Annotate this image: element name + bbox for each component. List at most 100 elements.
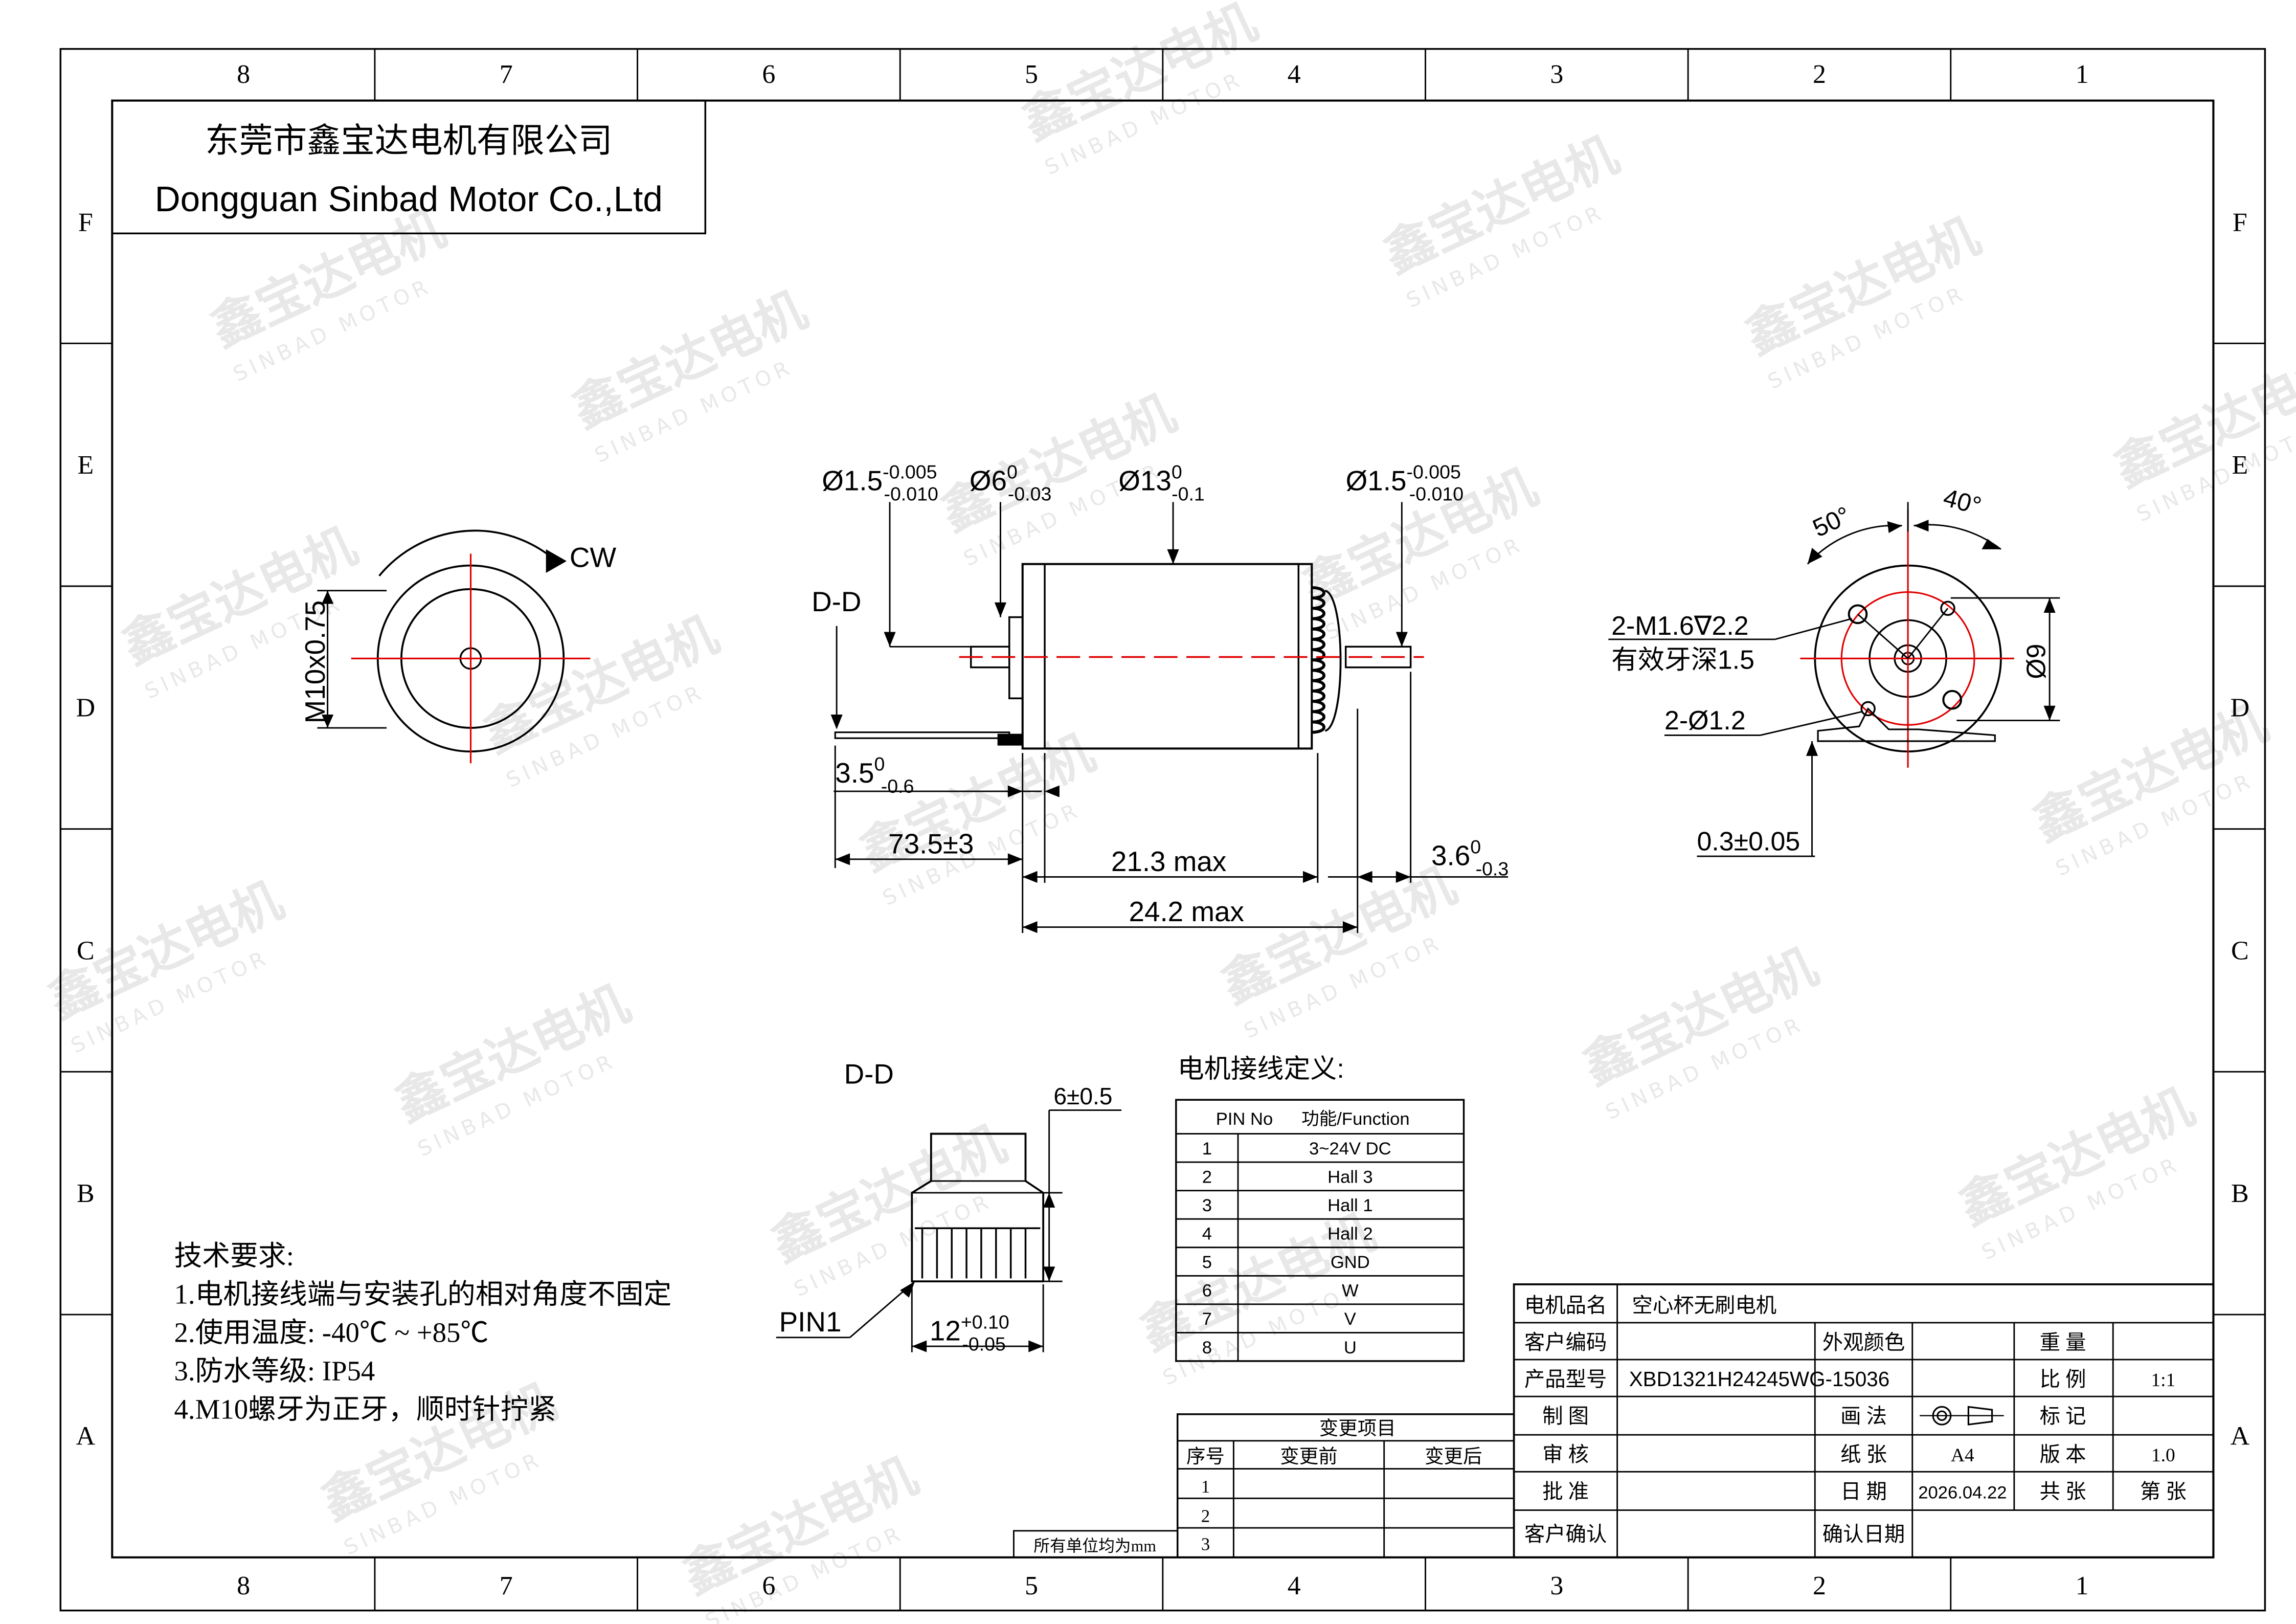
tb-motor-name: 空心杯无刷电机 <box>1632 1294 1776 1317</box>
frame-col-label: 8 <box>237 1571 250 1600</box>
tb-product-model: XBD1321H24245WG-15036 <box>1629 1367 1890 1391</box>
change-history-table: 变更项目 序号 变更前 变更后 1 2 3 所有单位均为mm <box>1012 1413 1515 1559</box>
change-header-before: 变更前 <box>1280 1446 1338 1467</box>
tb-sheet-no: 第 张 <box>2140 1480 2187 1503</box>
frame-row-label: A <box>2231 1422 2250 1451</box>
hole-circle-dia: Ø9 <box>2021 643 2051 679</box>
frame-row-label: E <box>77 451 94 480</box>
section-title: D-D <box>844 1058 894 1089</box>
pin-function: V <box>1344 1309 1356 1329</box>
change-row-1: 1 <box>1201 1477 1210 1497</box>
tb-approved-label: 批 准 <box>1542 1480 1589 1503</box>
frame-row-label: C <box>77 936 95 965</box>
tapped-depth-note: 有效牙深1.5 <box>1611 646 1754 675</box>
thread-label: M10x0.75 <box>299 600 331 724</box>
dim-shaft-right: Ø1.5-0.005-0.010 <box>1346 461 1464 504</box>
tb-motor-name-label: 电机品名 <box>1524 1294 1607 1317</box>
tapped-holes-label: 2-M1.6∇2.2 <box>1611 611 1749 641</box>
tb-version: 1.0 <box>2151 1445 2175 1466</box>
technical-requirements: 技术要求: 1.电机接线端与安装孔的相对角度不固定 2.使用温度: -40℃ ~… <box>174 1240 672 1425</box>
pin-number: 7 <box>1202 1309 1212 1329</box>
pin-table-header-function: 功能/Function <box>1301 1109 1410 1129</box>
frame-row-label: C <box>2231 936 2249 965</box>
section-view-dd: D-D 6±0.5 12+0.10-0.05 PIN1 <box>776 1058 1122 1355</box>
tech-item-1: 1.电机接线端与安装孔的相对角度不固定 <box>174 1278 672 1309</box>
tech-item-3: 3.防水等级: IP54 <box>174 1355 375 1386</box>
frame-row-label: F <box>2233 208 2247 237</box>
section-width: 12+0.10-0.05 <box>930 1311 1009 1354</box>
tb-version-label: 版 本 <box>2040 1443 2086 1466</box>
frame-col-label: 8 <box>237 60 250 89</box>
title-block: 电机品名 空心杯无刷电机 客户编码 外观颜色 重 量 产品型号 XBD1321H… <box>1513 1283 2215 1559</box>
frame-col-label: 4 <box>1288 1571 1301 1600</box>
frame-col-label: 2 <box>1813 1571 1826 1600</box>
rotation-label: CW <box>570 541 617 573</box>
company-title-box: 东莞市鑫宝达电机有限公司 Dongguan Sinbad Motor Co.,L… <box>111 99 707 235</box>
tech-item-4: 4.M10螺牙为正牙，顺时针拧紧 <box>174 1393 557 1425</box>
section-pitch: 6±0.5 <box>1053 1083 1112 1109</box>
pin-number: 2 <box>1202 1168 1212 1187</box>
tb-date-label: 日 期 <box>1840 1480 1887 1503</box>
tb-product-model-label: 产品型号 <box>1524 1368 1607 1391</box>
dim-shaft-left: Ø1.5-0.005-0.010 <box>822 461 938 504</box>
pin-number: 4 <box>1202 1225 1212 1244</box>
tb-confirm-date-label: 确认日期 <box>1822 1523 1905 1546</box>
frame-row-label: B <box>77 1179 95 1208</box>
pin-function: GND <box>1331 1253 1370 1272</box>
tb-customer-code-label: 客户编码 <box>1524 1331 1607 1354</box>
frame-col-label: 4 <box>1288 60 1301 89</box>
projection-symbol <box>1920 1406 2004 1426</box>
pin-number: 1 <box>1202 1139 1212 1159</box>
frame-col-label: 5 <box>1025 1571 1038 1600</box>
change-header-no: 序号 <box>1186 1446 1225 1467</box>
pin-number: 8 <box>1202 1338 1212 1358</box>
company-name-en: Dongguan Sinbad Motor Co.,Ltd <box>155 179 663 219</box>
pin1-label: PIN1 <box>779 1306 842 1338</box>
dim-lead-length: 73.5±3 <box>888 828 974 859</box>
change-header-after: 变更后 <box>1425 1446 1482 1467</box>
end-view: 50° 40° 2-M1.6∇2.2 有效牙深1.5 2-Ø1.2 Ø9 0.3… <box>1608 484 2060 857</box>
frame-col-label: 6 <box>762 1571 775 1600</box>
pin-function: Hall 2 <box>1327 1225 1372 1244</box>
frame-row-label: E <box>2232 451 2248 480</box>
frame-row-label: B <box>2231 1179 2249 1208</box>
frame-col-label: 2 <box>1813 60 1826 89</box>
dim-pin-offset: 3.50-0.6 <box>835 753 914 797</box>
tb-paper: A4 <box>1951 1445 1974 1466</box>
frame-col-label: 6 <box>762 60 775 89</box>
company-name-cn: 东莞市鑫宝达电机有限公司 <box>205 122 612 160</box>
pin-number: 3 <box>1202 1196 1212 1215</box>
tech-title: 技术要求: <box>174 1240 294 1271</box>
tb-paper-label: 纸 张 <box>1840 1443 1887 1466</box>
frame-col-label: 1 <box>2076 60 2089 89</box>
frame-row-label: F <box>78 208 93 237</box>
pin-function: Hall 3 <box>1327 1168 1372 1187</box>
tb-total-sheets: 共 张 <box>2040 1480 2086 1503</box>
tb-date: 2026.04.22 <box>1918 1483 2007 1502</box>
change-row-2: 2 <box>1201 1506 1210 1526</box>
pin-function: W <box>1342 1281 1359 1301</box>
frame-col-label: 5 <box>1025 60 1038 89</box>
plate-thickness: 0.3±0.05 <box>1697 827 1800 857</box>
frame-col-label: 3 <box>1550 60 1563 89</box>
frame-col-label: 1 <box>2076 1571 2089 1600</box>
pin-function: 3~24V DC <box>1309 1139 1391 1159</box>
angle-b: 40° <box>1941 484 1985 520</box>
tech-item-2: 2.使用温度: -40℃ ~ +85℃ <box>174 1317 489 1348</box>
tb-customer-confirm-label: 客户确认 <box>1524 1523 1607 1546</box>
pin-table-title: 电机接线定义: <box>1178 1054 1344 1084</box>
tb-appearance-color-label: 外观颜色 <box>1822 1331 1905 1354</box>
through-holes-label: 2-Ø1.2 <box>1664 706 1746 736</box>
pin-table-header-pin: PIN No <box>1216 1109 1273 1129</box>
tb-projection-label: 画 法 <box>1840 1405 1887 1428</box>
pin-number: 5 <box>1202 1253 1212 1272</box>
tb-scale-label: 比 例 <box>2040 1368 2086 1391</box>
angle-a: 50° <box>1809 501 1855 542</box>
section-marker: D-D <box>812 586 861 617</box>
frame-row-label: D <box>2231 694 2250 723</box>
frame-col-label: 7 <box>500 60 513 89</box>
tb-scale: 1:1 <box>2151 1370 2175 1391</box>
dim-body: Ø130-0.1 <box>1118 461 1205 504</box>
